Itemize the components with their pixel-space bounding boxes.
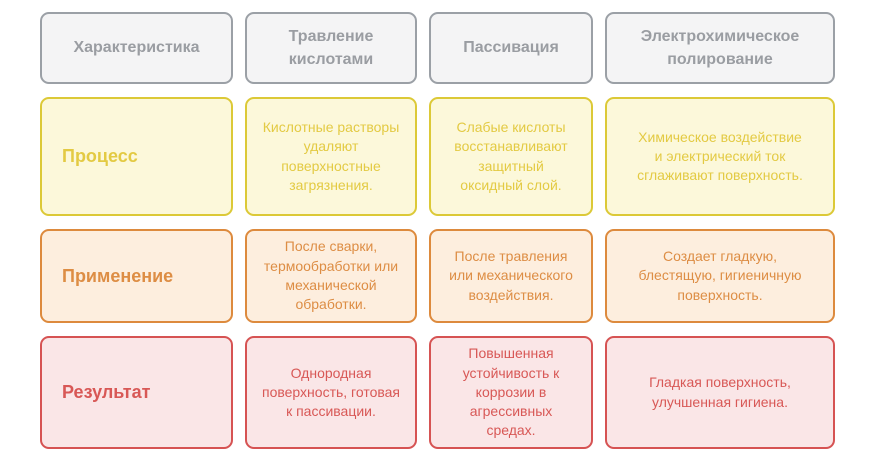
row-label-text: Результат (62, 382, 151, 402)
cell-application-electropolishing: Создает гладкую, блестящую, гигиеничную … (605, 229, 835, 323)
header-label: Характеристика (73, 39, 200, 57)
cell-text: Химическое воздействие и электрический т… (637, 128, 803, 184)
cell-text: Слабые кислоты восстанавливают защитный … (454, 118, 568, 193)
cell-text: Повышенная устойчивость к коррозии в агр… (462, 345, 560, 439)
cell-text: Гладкая поверхность, улучшенная гигиена. (649, 374, 791, 410)
cell-result-electropolishing: Гладкая поверхность, улучшенная гигиена. (605, 336, 835, 449)
header-cell-acid-etching: Травление кислотами (245, 12, 417, 84)
comparison-table: Характеристика Травление кислотами Пасси… (40, 12, 835, 449)
cell-process-electropolishing: Химическое воздействие и электрический т… (605, 97, 835, 216)
row-label-process: Процесс (40, 97, 233, 216)
header-label: Травление кислотами (288, 27, 374, 68)
row-label-application: Применение (40, 229, 233, 323)
row-label-text: Применение (62, 265, 174, 286)
cell-text: После травления или механического воздей… (449, 248, 573, 303)
header-cell-passivation: Пассивация (429, 12, 593, 84)
cell-text: Кислотные растворы удаляют поверхностные… (262, 118, 400, 193)
header-label: Электрохимическое полирование (640, 27, 800, 68)
cell-application-acid-etching: После сварки, термообработки или механич… (245, 229, 417, 323)
header-label: Пассивация (463, 39, 559, 57)
cell-application-passivation: После травления или механического воздей… (429, 229, 593, 323)
row-label-result: Результат (40, 336, 233, 449)
cell-text: Создает гладкую, блестящую, гигиеничную … (638, 248, 802, 303)
cell-result-passivation: Повышенная устойчивость к коррозии в агр… (429, 336, 593, 449)
cell-process-passivation: Слабые кислоты восстанавливают защитный … (429, 97, 593, 216)
header-cell-characteristic: Характеристика (40, 12, 233, 84)
cell-text: После сварки, термообработки или механич… (263, 238, 399, 313)
row-label-text: Процесс (62, 146, 138, 166)
cell-process-acid-etching: Кислотные растворы удаляют поверхностные… (245, 97, 417, 216)
cell-text: Однородная поверхность, готовая к пассив… (261, 364, 401, 420)
cell-result-acid-etching: Однородная поверхность, готовая к пассив… (245, 336, 417, 449)
header-cell-electropolishing: Электрохимическое полирование (605, 12, 835, 84)
